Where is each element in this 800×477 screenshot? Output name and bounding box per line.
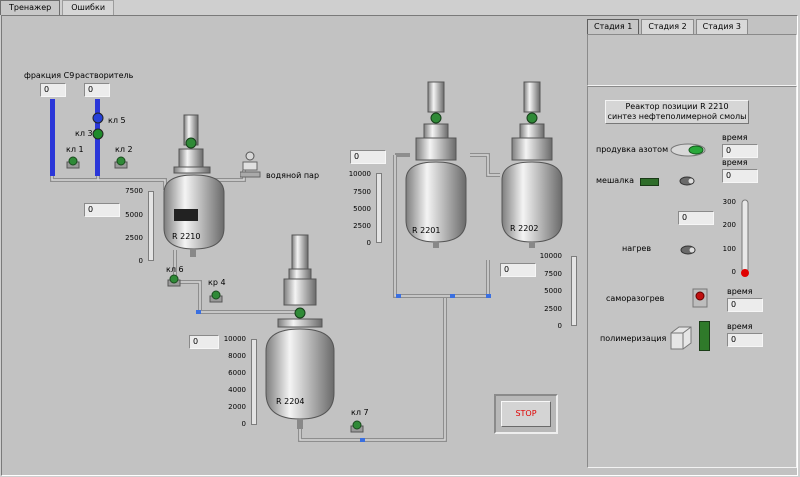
r2204-scale-0: 0 [241,420,246,428]
r2204-scale-10000: 10000 [223,335,246,343]
valve-kl5-label: кл 5 [108,116,126,125]
steam-valve-icon[interactable] [240,150,262,180]
temp-scale-200: 200 [722,221,736,229]
r2210-scale-2500: 2500 [125,234,143,242]
r2210-level-gauge [148,191,154,261]
valve-kl7-icon[interactable] [349,420,365,434]
r2210-value[interactable]: 0 [84,203,120,217]
temp-scale-300: 300 [722,198,736,206]
valve-kr4-icon[interactable] [208,290,224,304]
valve-kr4-label: кр 4 [208,278,226,287]
valve-kl2-label: кл 2 [115,145,133,154]
valve-kl3-label: кл 3 [75,129,93,138]
r2201-value[interactable]: 0 [350,150,386,164]
valve-kl6-label: кл 6 [166,265,184,274]
fraction-level-bar [50,99,55,176]
reactor-r2202-icon[interactable] [498,80,570,250]
polymer-box-icon[interactable] [669,325,693,351]
temperature-value[interactable]: 0 [678,211,714,225]
tab-stage-3[interactable]: Стадия 3 [695,19,748,34]
tab-errors[interactable]: Ошибки [62,0,115,15]
nitrogen-toggle-icon[interactable] [670,142,708,158]
reactor-title-line1: Реактор позиции R 2210 [625,102,729,111]
polymer-indicator [699,321,710,351]
reactor-title-line2: синтез нефтеполимерной смолы [607,112,747,121]
polymer-time[interactable]: 0 [727,333,763,347]
r2202-scale-5000: 5000 [544,287,562,295]
valve-kl7-label: кл 7 [351,408,369,417]
tab-trainer[interactable]: Тренажер [0,0,61,15]
stage-top-area [587,34,797,86]
main-tab-bar: Тренажер Ошибки [0,0,116,15]
r2204-scale-6000: 6000 [228,369,246,377]
r2204-scale-8000: 8000 [228,352,246,360]
fraction-label: фракция С9 [24,71,75,80]
selfheat-lamp-icon [692,288,708,308]
stop-button-frame: STOP [494,394,558,434]
r2202-scale-2500: 2500 [544,305,562,313]
r2210-scale-0: 0 [138,257,143,265]
r2204-label: R 2204 [276,397,305,406]
fraction-value[interactable]: 0 [40,83,66,97]
selfheat-time[interactable]: 0 [727,298,763,312]
reactor-title-button[interactable]: Реактор позиции R 2210 синтез нефтеполим… [605,100,749,124]
stop-button[interactable]: STOP [501,401,551,427]
temp-scale-0: 0 [731,268,736,276]
tab-stage-1[interactable]: Стадия 1 [587,19,640,34]
thermometer-icon [741,199,749,277]
r2201-scale-10000: 10000 [348,170,371,178]
r2201-level-gauge [376,173,382,243]
polymer-label: полимеризация [600,334,667,343]
r2202-scale-10000: 10000 [539,252,562,260]
r2202-scale-7500: 7500 [544,270,562,278]
reactor-r2201-icon[interactable] [402,80,474,250]
polymer-time-label: время [727,322,753,331]
r2210-scale-5000: 5000 [125,211,143,219]
solvent-value[interactable]: 0 [84,83,110,97]
stirrer-indicator [640,178,659,186]
reactor-r2204-icon[interactable] [262,233,342,433]
steam-label: водяной пар [266,171,320,180]
stirrer-time[interactable]: 0 [722,169,758,183]
nitrogen-time-label: время [722,133,748,142]
heating-switch-icon[interactable] [680,243,696,257]
r2201-scale-5000: 5000 [353,205,371,213]
valve-kl1-label: кл 1 [66,145,84,154]
r2202-label: R 2202 [510,224,539,233]
temp-scale-100: 100 [722,245,736,253]
r2201-scale-7500: 7500 [353,188,371,196]
nitrogen-time[interactable]: 0 [722,144,758,158]
reactor-r2210-icon[interactable] [160,113,230,258]
valve-kl1-icon[interactable] [65,156,81,170]
r2210-scale-7500: 7500 [125,187,143,195]
heating-label: нагрев [622,244,652,253]
r2201-label: R 2201 [412,226,441,235]
valve-kl2-icon[interactable] [113,156,129,170]
stirrer-label: мешалка [596,176,635,185]
r2210-label: R 2210 [172,232,201,241]
r2204-scale-4000: 4000 [228,386,246,394]
nitrogen-label: продувка азотом [596,145,669,154]
r2201-scale-0: 0 [366,239,371,247]
stage-tab-bar: Стадия 1 Стадия 2 Стадия 3 [587,19,750,34]
r2201-scale-2500: 2500 [353,222,371,230]
r2202-level-gauge [571,256,577,326]
r2204-level-gauge [251,339,257,425]
selfheat-time-label: время [727,287,753,296]
stirrer-switch-icon[interactable] [679,174,695,188]
r2202-scale-0: 0 [557,322,562,330]
valve-kl5-icon[interactable] [91,112,105,142]
stirrer-time-label: время [722,158,748,167]
solvent-label: растворитель [75,71,134,80]
tab-stage-2[interactable]: Стадия 2 [641,19,694,34]
selfheat-label: саморазогрев [606,294,665,303]
r2204-value[interactable]: 0 [189,335,219,349]
r2204-scale-2000: 2000 [228,403,246,411]
valve-kl6-icon[interactable] [166,274,182,288]
r2202-value[interactable]: 0 [500,263,536,277]
